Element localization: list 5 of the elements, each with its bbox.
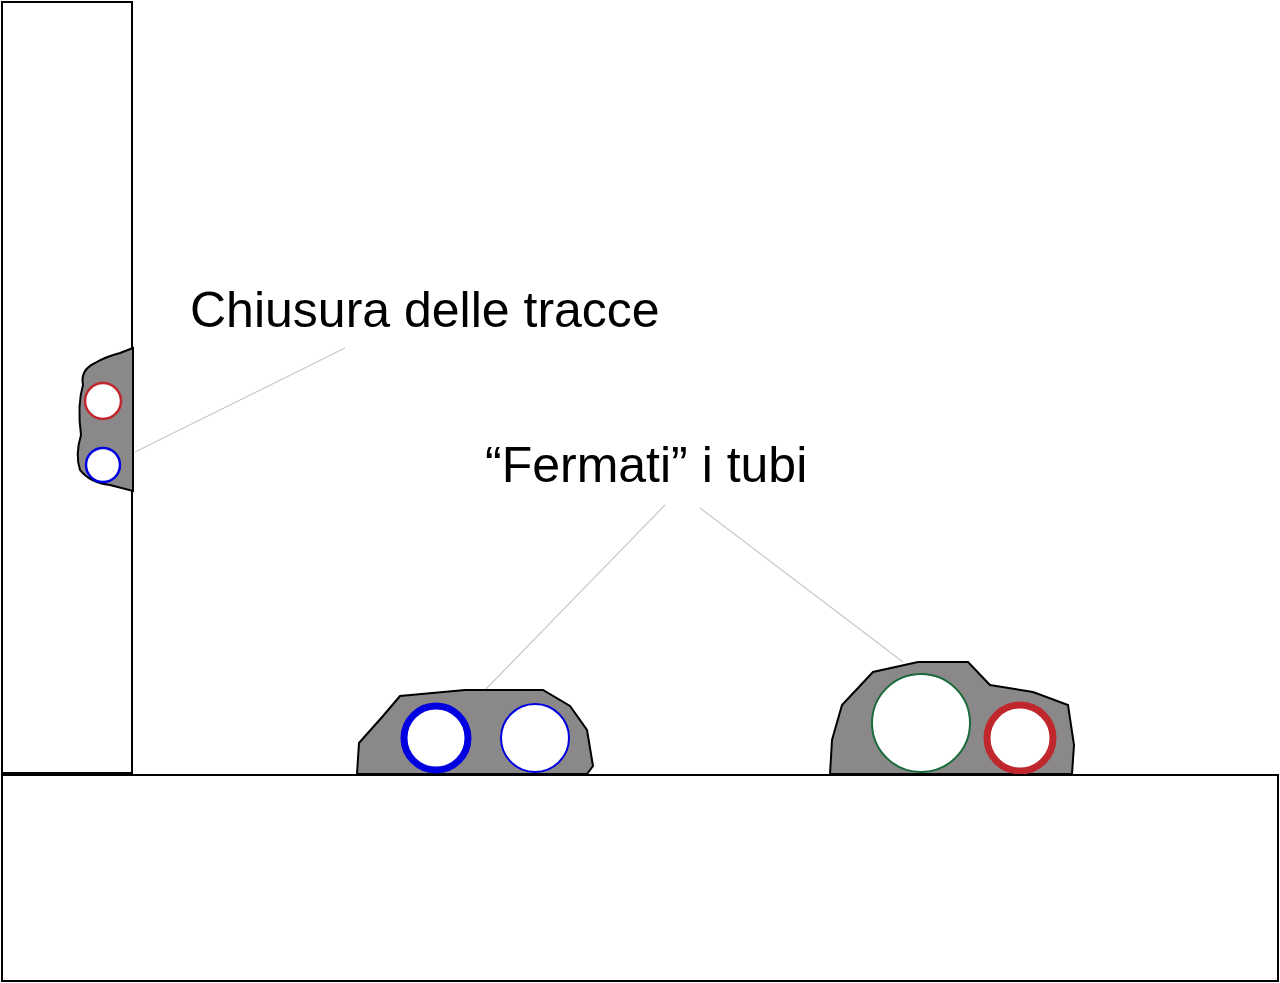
callout-text: “Fermati” i tubi [485,440,808,490]
leader-line [484,504,666,691]
callout-text: Chiusura delle tracce [190,285,660,335]
leader-line [134,347,346,453]
leader-line [699,507,904,663]
